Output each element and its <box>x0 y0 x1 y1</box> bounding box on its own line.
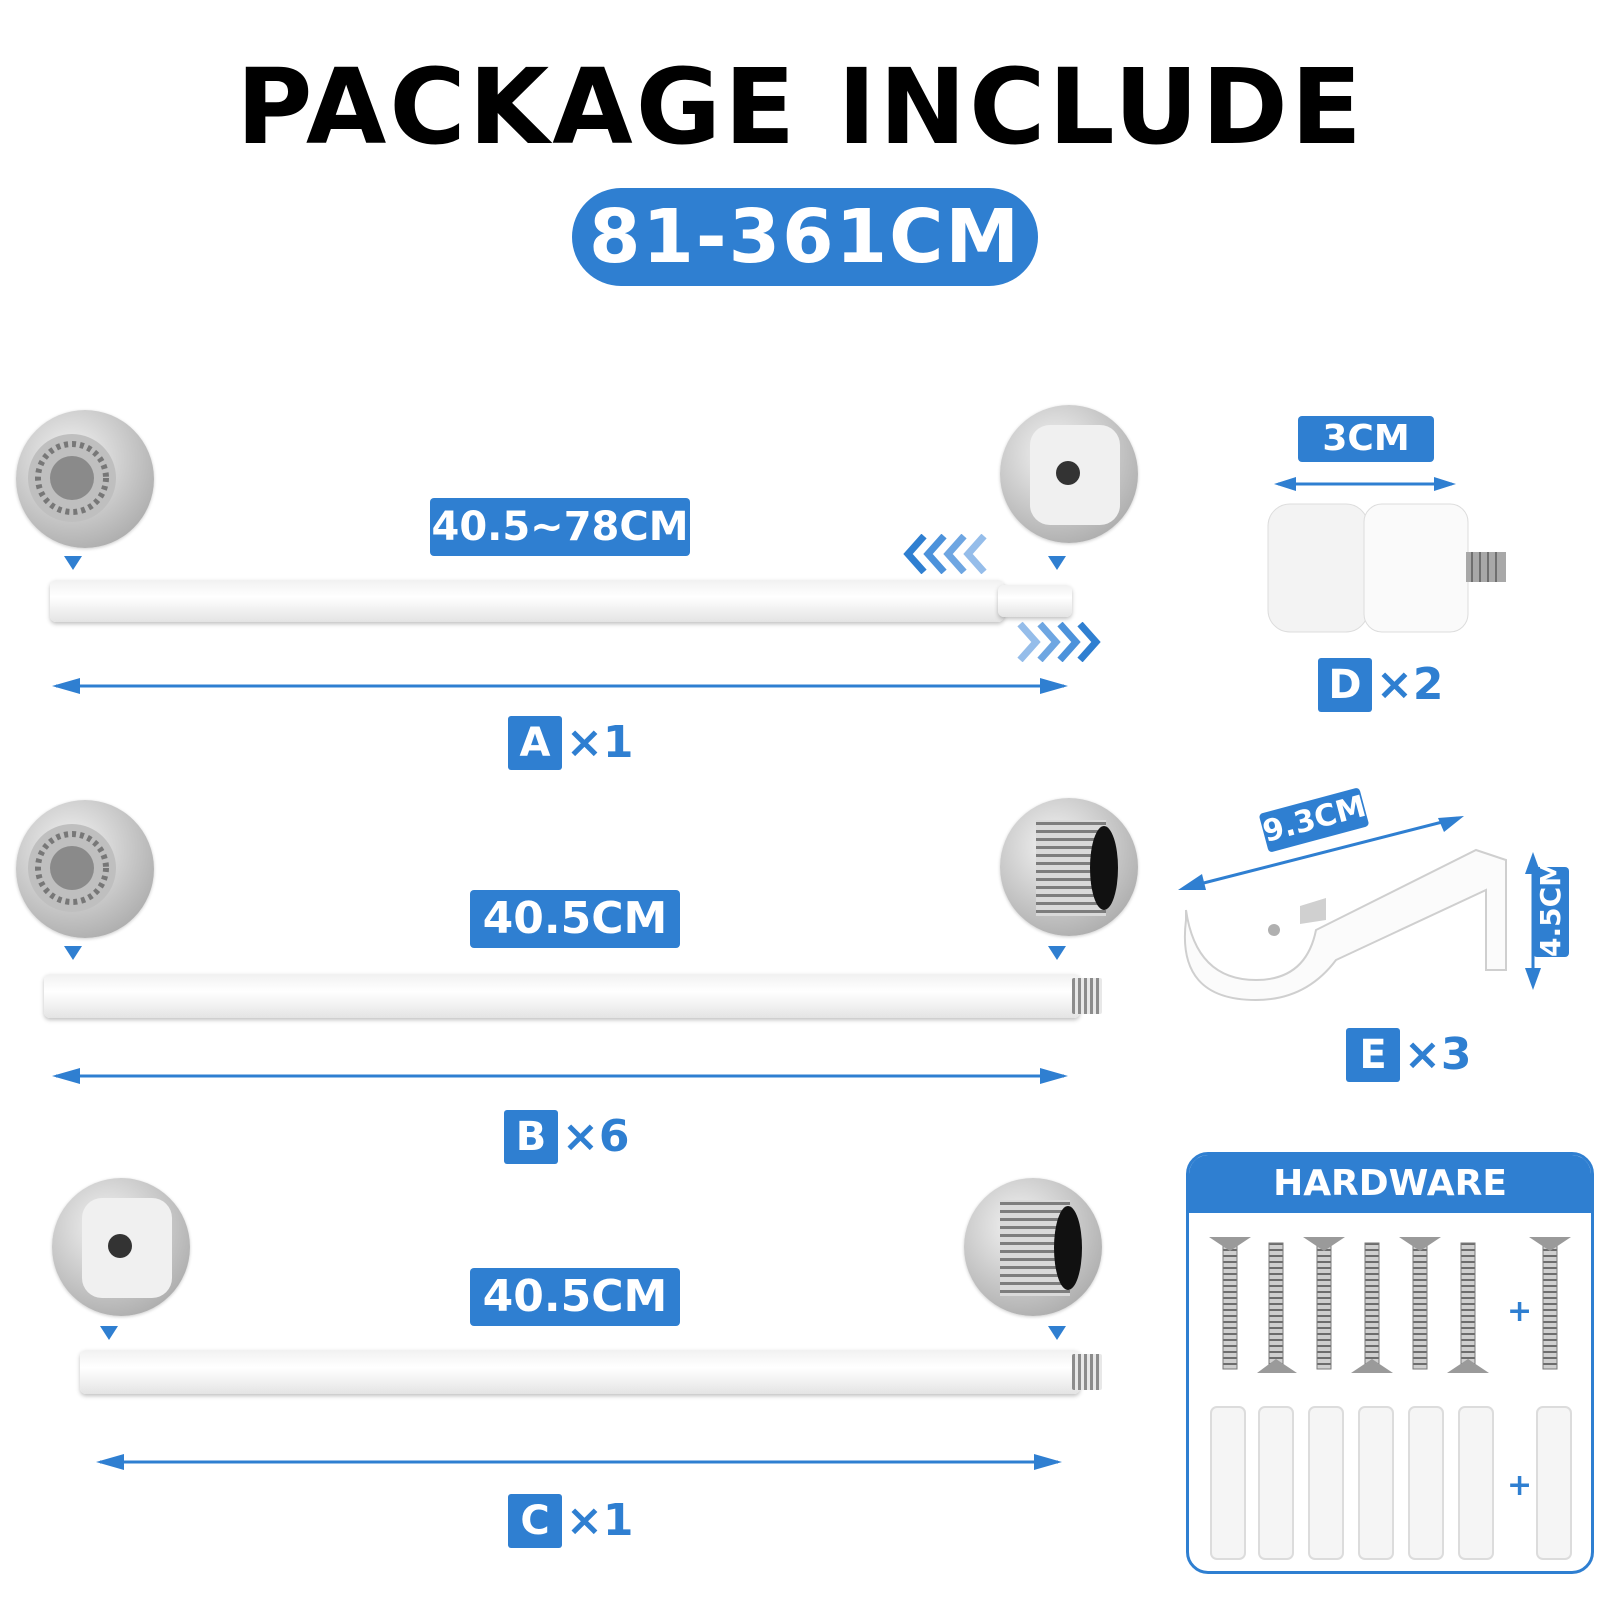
retract-arrows-icon <box>903 534 987 574</box>
hardware-panel: HARDWARE + <box>1186 1152 1594 1574</box>
item-a-qty: ×1 <box>566 717 634 768</box>
item-c-letter: C <box>508 1494 562 1548</box>
plus-sign-2: + <box>1507 1468 1532 1503</box>
rod-a-dimension-arrow <box>52 678 1068 694</box>
male-thread-end-icon <box>1000 798 1138 936</box>
hardware-title: HARDWARE <box>1189 1155 1591 1213</box>
item-e-height-label: 4.5CM <box>1533 858 1569 957</box>
screws-and-anchors-icon: + + <box>1209 1237 1572 1560</box>
extend-arrows-icon <box>1017 622 1101 662</box>
item-a-letter: A <box>508 716 562 770</box>
end-cap-icon <box>52 1178 190 1316</box>
item-d-qty: ×2 <box>1376 659 1444 710</box>
range-badge: 81-361CM <box>572 188 1038 286</box>
wall-bracket-icon <box>1183 848 1507 1002</box>
rod-b <box>44 974 1080 1018</box>
rod-a <box>50 580 1004 622</box>
rod-c-dimension-arrow <box>96 1454 1062 1470</box>
rod-a-length-label: 40.5~78CM <box>430 498 690 556</box>
female-thread-end-icon <box>16 410 154 548</box>
rod-b-length-label: 40.5CM <box>470 890 680 948</box>
item-e-width-arrow <box>1178 816 1464 890</box>
pointer-icon <box>64 946 82 960</box>
rod-c-thread <box>1072 1354 1102 1390</box>
pointer-icon <box>1048 1326 1066 1340</box>
plus-sign-1: + <box>1507 1294 1532 1329</box>
item-d-dimension-arrow <box>1274 477 1456 491</box>
female-thread-end-icon <box>16 800 154 938</box>
rod-b-thread <box>1072 978 1102 1014</box>
rod-a-extension <box>998 585 1072 617</box>
pointer-icon <box>1048 556 1066 570</box>
male-thread-end-icon <box>964 1178 1102 1316</box>
end-cap-icon <box>1000 405 1138 543</box>
rod-c-length-label: 40.5CM <box>470 1268 680 1326</box>
item-d-letter: D <box>1318 658 1372 712</box>
item-b-letter: B <box>504 1110 558 1164</box>
item-e-letter: E <box>1346 1028 1400 1082</box>
rod-c <box>80 1350 1080 1394</box>
item-e-qty: ×3 <box>1404 1029 1472 1080</box>
rod-b-dimension-arrow <box>52 1068 1068 1084</box>
pointer-icon <box>64 556 82 570</box>
item-d-width-label: 3CM <box>1298 416 1434 462</box>
item-c-qty: ×1 <box>566 1495 634 1546</box>
pointer-icon <box>1048 946 1066 960</box>
item-b-qty: ×6 <box>562 1111 630 1162</box>
pointer-icon <box>100 1326 118 1340</box>
bracket-end-icon <box>1267 503 1506 633</box>
page-title: PACKAGE INCLUDE <box>236 46 1365 168</box>
